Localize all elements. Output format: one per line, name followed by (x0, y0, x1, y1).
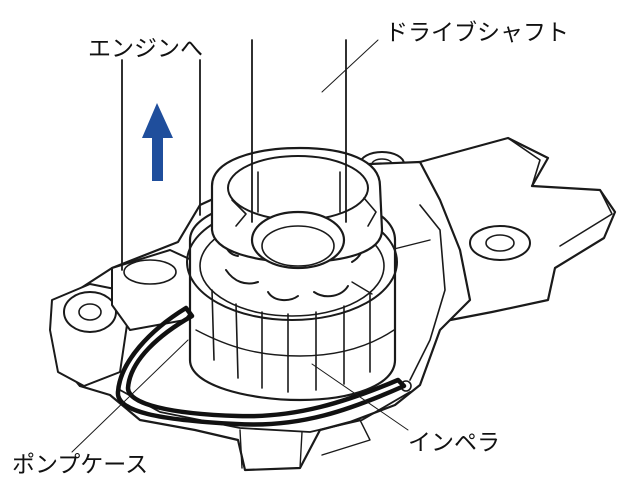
label-pump-case: ポンプケース (12, 452, 148, 478)
leader-impeller (311, 363, 409, 431)
label-drive-shaft: ドライブシャフト (385, 20, 569, 46)
label-engine: エンジンへ (88, 36, 203, 62)
leader-drive-shaft (321, 39, 379, 93)
impeller-hub (210, 146, 384, 270)
o-ring-gasket (115, 305, 407, 427)
label-impeller: インペラ (408, 430, 500, 456)
arrow-up-icon (142, 103, 173, 181)
leader-pump-case (71, 339, 189, 453)
